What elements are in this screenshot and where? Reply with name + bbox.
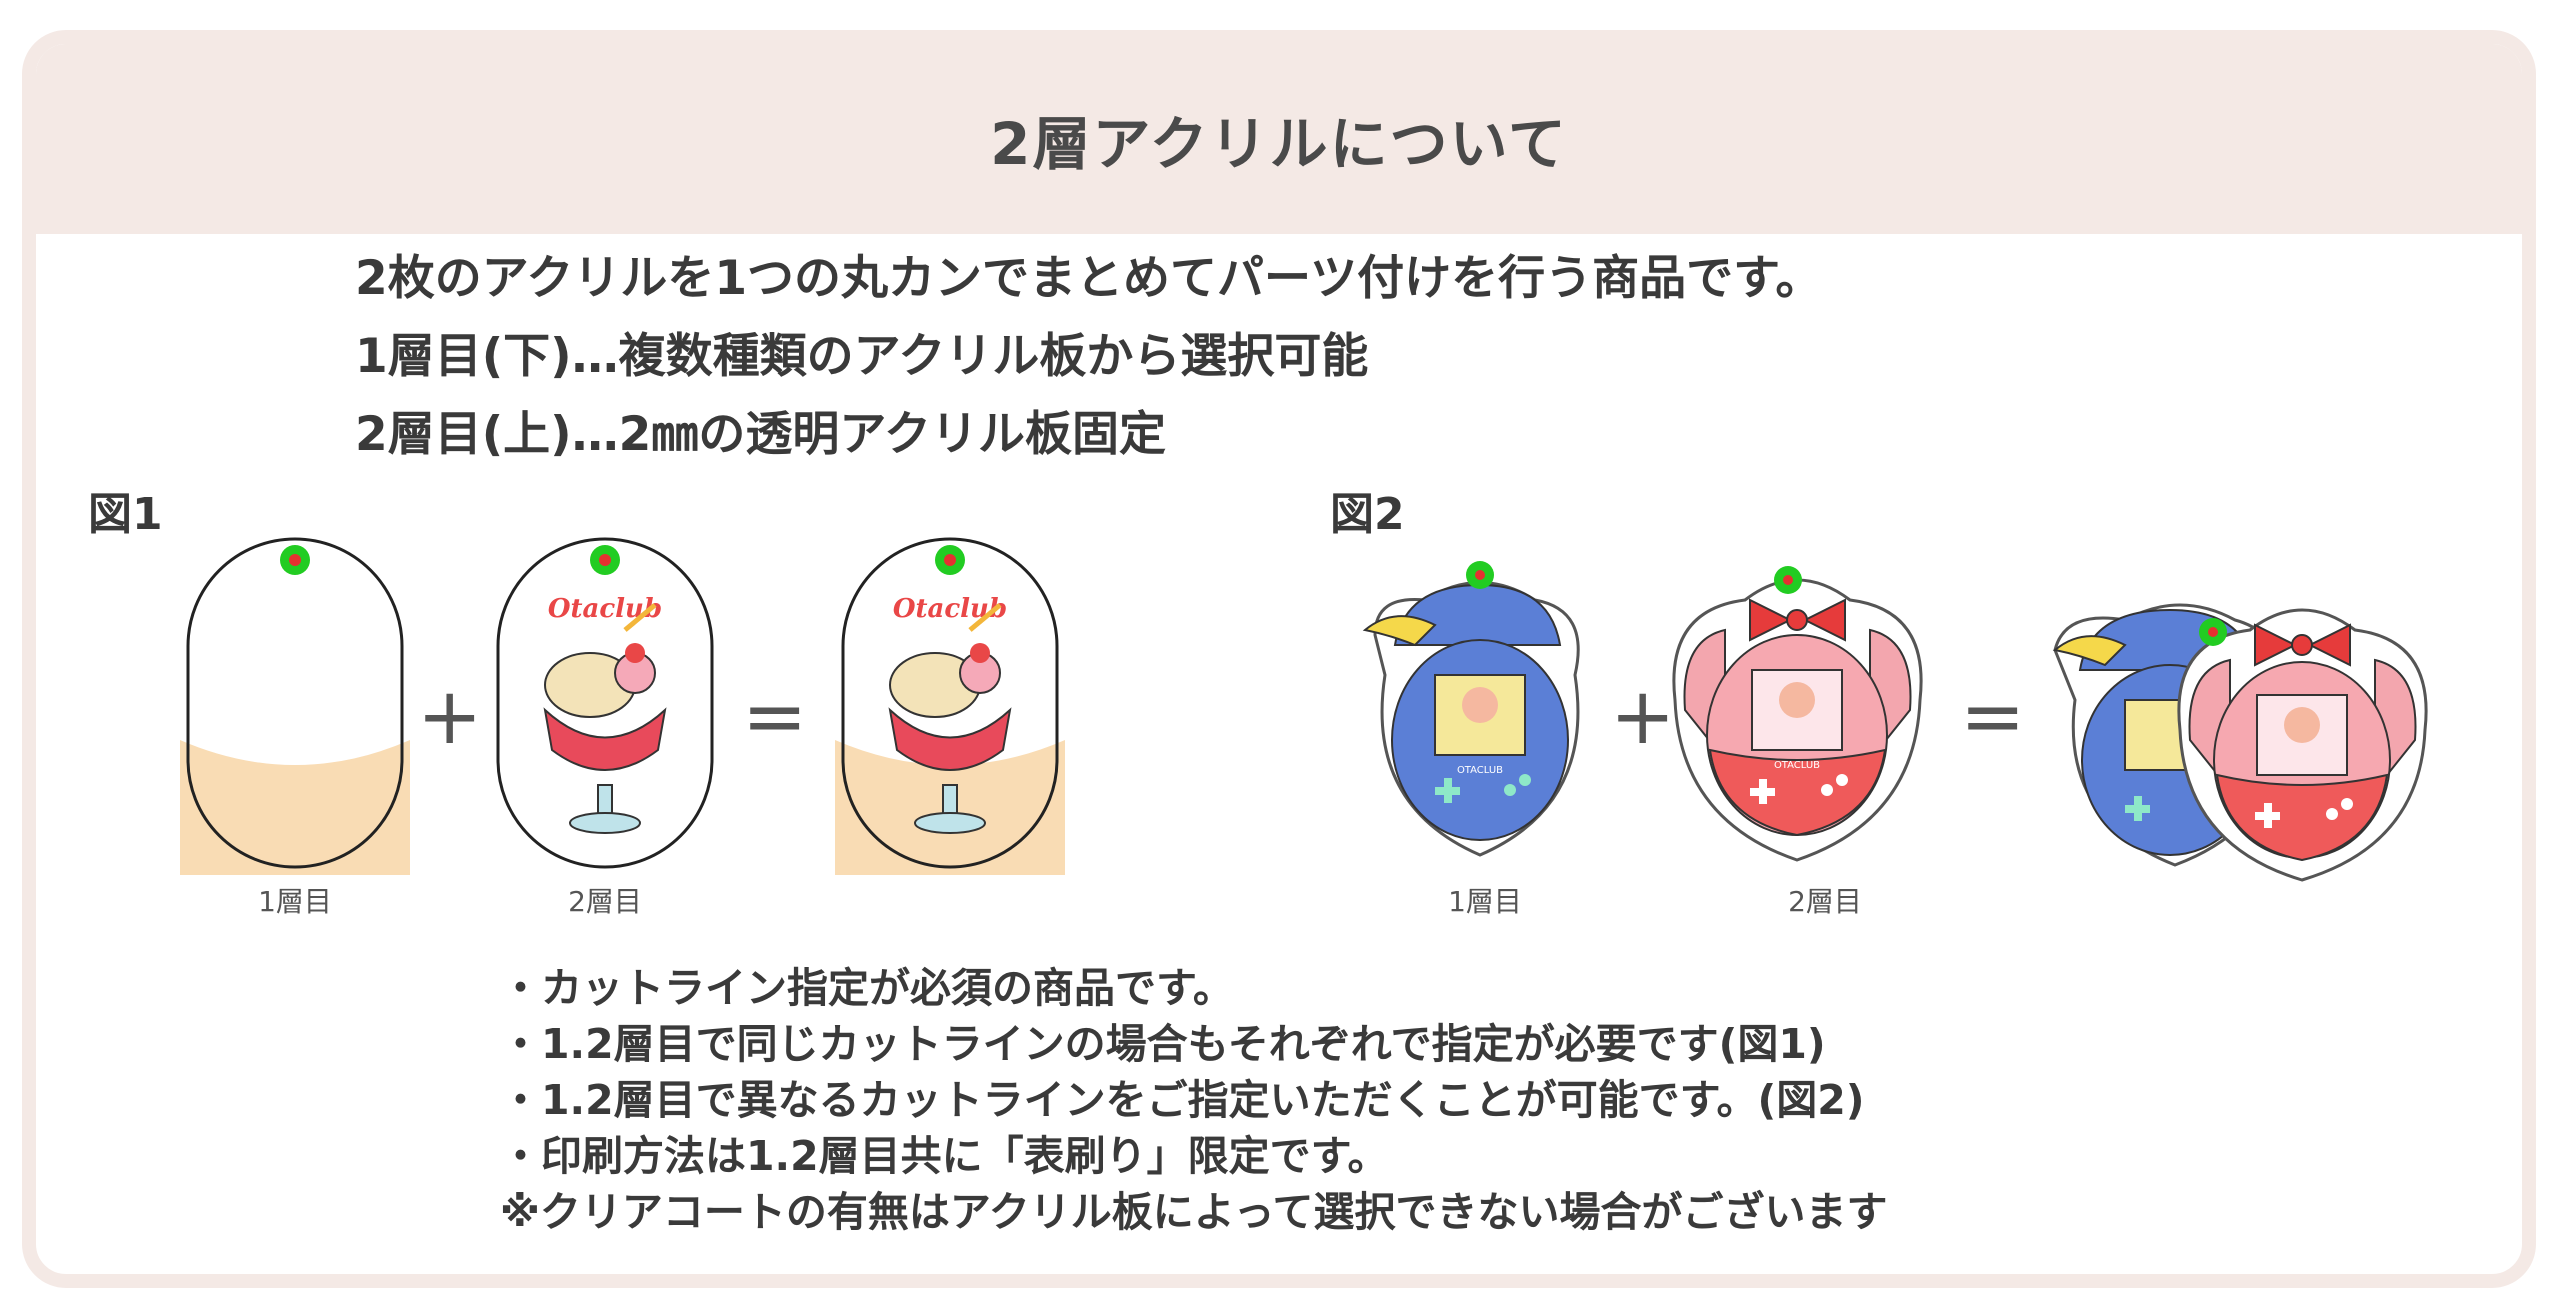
intro-text: 2枚のアクリルを1つの丸カンでまとめてパーツ付けを行う商品です。 1層目(下)……	[355, 240, 1822, 474]
fig2-layer1-device: OTACLUB	[1362, 561, 1580, 857]
fig2-layer2-device: OTACLUB	[1672, 566, 1923, 862]
note-line: ・印刷方法は1.2層目共に「表刷り」限定です。	[500, 1132, 1389, 1180]
fig1-layer2-pill: Otaclub	[496, 537, 714, 869]
device-text: OTACLUB	[1457, 765, 1503, 776]
fig1-caption-layer1: 1層目	[258, 885, 332, 918]
note-line: ・1.2層目で同じカットラインの場合もそれぞれで指定が必要です(図1)	[500, 1020, 1826, 1068]
parfait-illustration	[888, 603, 1012, 834]
brand-text: Otaclub	[548, 594, 662, 624]
fig2-plus-sign: +	[1610, 672, 1676, 762]
figure2-label: 図2	[1330, 489, 1405, 540]
notes-list: ・カットライン指定が必須の商品です。 ・1.2層目で同じカットラインの場合もそれ…	[500, 960, 1888, 1240]
device-text: OTACLUB	[1774, 760, 1820, 771]
note-line: ・カットライン指定が必須の商品です。	[500, 964, 1234, 1012]
page-title: 2層アクリルについて	[990, 110, 1568, 178]
brand-text: Otaclub	[893, 594, 1007, 624]
fig2-combined-devices	[2052, 603, 2428, 882]
fig2-caption-layer1: 1層目	[1448, 885, 1522, 918]
note-line: ※クリアコートの有無はアクリル板によって選択できない場合がございます	[500, 1188, 1888, 1236]
note-line: ・1.2層目で異なるカットラインをご指定いただくことが可能です。(図2)	[500, 1076, 1865, 1124]
parfait-illustration	[543, 603, 667, 834]
fig1-combined-pill: Otaclub	[835, 537, 1065, 875]
intro-line: 1層目(下)…複数種類のアクリル板から選択可能	[355, 329, 1369, 384]
fig1-caption-layer2: 2層目	[568, 885, 642, 918]
fig2-caption-layer2: 2層目	[1788, 885, 1862, 918]
fig1-equals-sign: =	[742, 672, 808, 762]
intro-line: 2層目(上)…2㎜の透明アクリル板固定	[355, 407, 1167, 462]
figure1-label: 図1	[88, 489, 163, 540]
fig1-plus-sign: +	[417, 672, 483, 762]
fig2-equals-sign: =	[1960, 672, 2026, 762]
header-bar: 2層アクリルについて	[36, 44, 2522, 234]
fig1-layer1-pill	[180, 537, 410, 875]
intro-line: 2枚のアクリルを1つの丸カンでまとめてパーツ付けを行う商品です。	[355, 251, 1823, 306]
